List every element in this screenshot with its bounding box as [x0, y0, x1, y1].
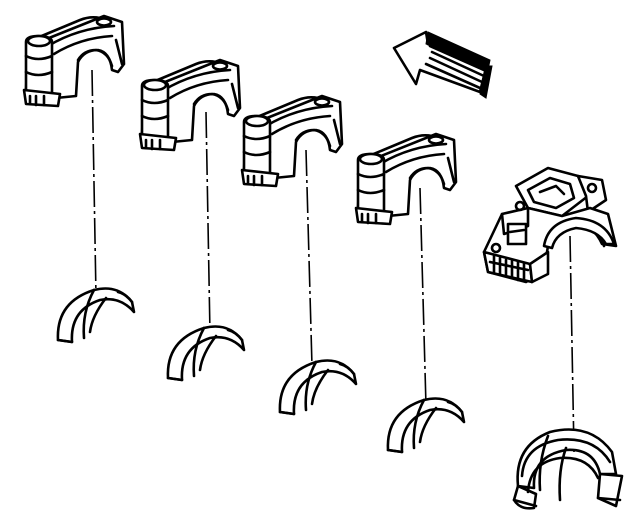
front-direction-arrow-icon: [392, 30, 493, 99]
lower-bearing-4: [386, 397, 466, 454]
lower-bearing-2: [166, 325, 246, 382]
alignment-line-4: [419, 187, 427, 407]
alignment-line-3: [305, 149, 313, 367]
alignment-line-5: [569, 235, 575, 453]
alignment-line-1: [91, 69, 97, 297]
lower-bearing-1: [56, 287, 136, 344]
main-bearing-cap-2: [138, 58, 242, 152]
main-bearing-cap-5-thrust: [482, 166, 618, 284]
main-bearing-cap-3: [240, 94, 344, 188]
alignment-line-2: [205, 111, 211, 335]
lower-bearing-5-thrust: [512, 428, 624, 510]
lower-bearing-3: [278, 359, 358, 416]
main-bearing-cap-4: [354, 132, 458, 226]
main-bearing-cap-1: [22, 14, 126, 108]
